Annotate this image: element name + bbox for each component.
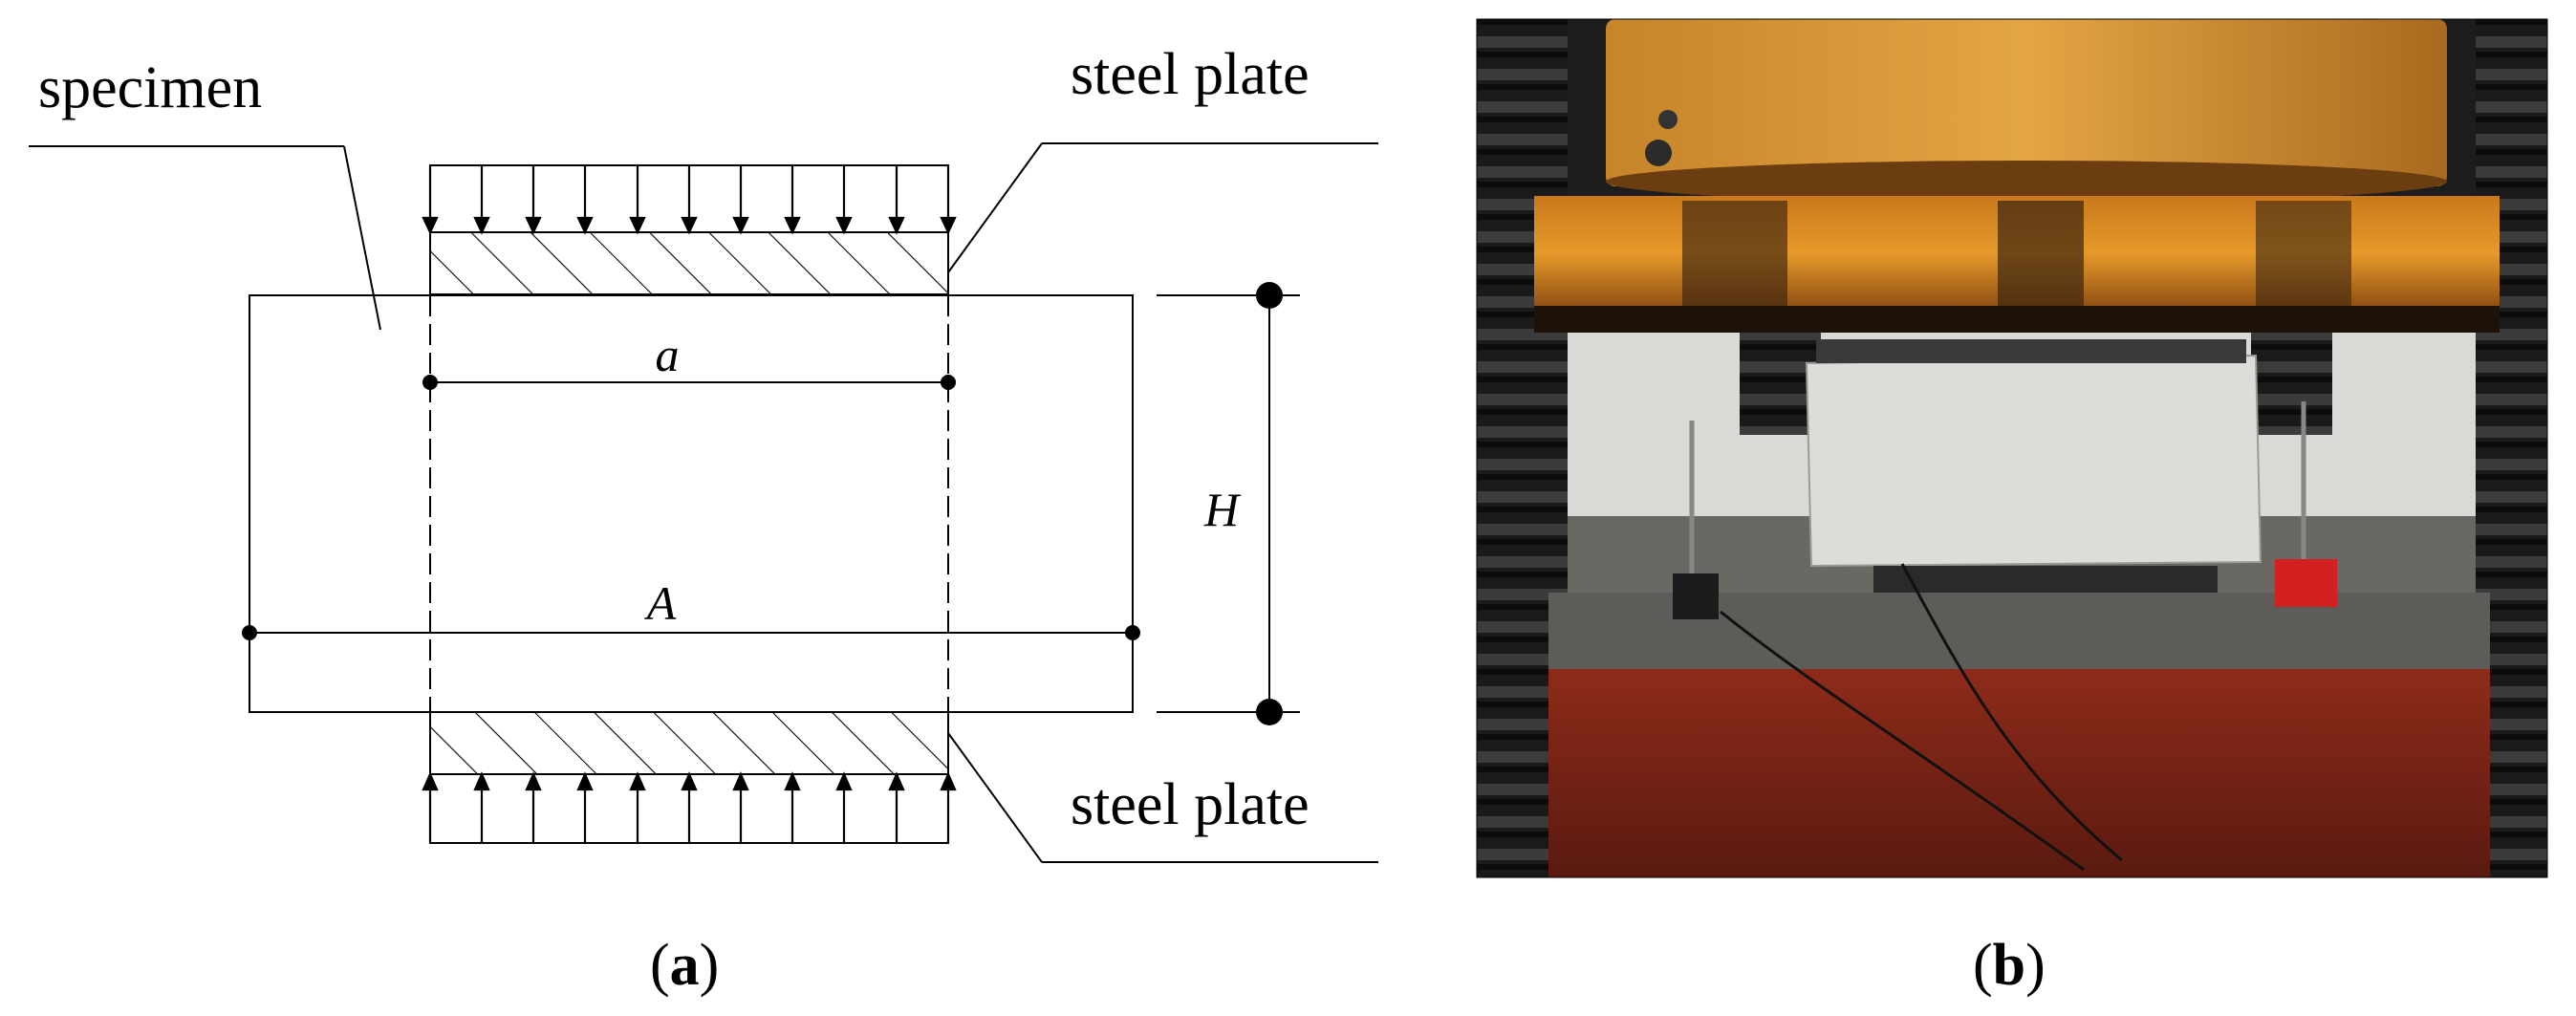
top-load-arrows [422, 165, 957, 235]
panel-a-schematic: a A H specimen st [29, 42, 1378, 863]
specimen-label: specimen [38, 55, 262, 120]
photo-frame [1476, 18, 2548, 878]
dimension-A-label: A [644, 576, 677, 630]
panel-b-photo [1476, 18, 2548, 878]
upper-platen-rust-1 [1682, 201, 1787, 306]
specimen-top-plate [1816, 339, 2246, 363]
top-steel-plate-label: steel plate [1071, 42, 1310, 107]
caption-b: (b) [1973, 933, 2046, 998]
caption-a-letter: a [669, 933, 700, 998]
upper-platen-shadow [1534, 306, 2500, 333]
dimension-A-left-dot [242, 625, 257, 640]
lower-base [1548, 669, 2490, 877]
dimension-H-top-dot [1256, 282, 1283, 309]
cylinder-bolt-left-2 [1658, 110, 1678, 129]
caption-a: (a) [650, 933, 720, 998]
dimension-H-bottom-dot [1256, 699, 1283, 725]
dimension-A-right-dot [1125, 625, 1140, 640]
dial-gauge-left [1673, 573, 1719, 619]
upper-platen-rust-3 [2256, 201, 2351, 306]
dimension-a-right-dot [941, 375, 956, 390]
specimen-body [249, 294, 1134, 713]
bottom-load-arrows [422, 771, 957, 843]
upper-platen-rust-2 [1998, 201, 2084, 306]
top-steel-plate [429, 231, 949, 295]
top-plate-leader-pointer [947, 142, 1043, 273]
caption-b-letter: b [1992, 933, 2026, 998]
dimension-a-left-dot [422, 375, 438, 390]
inner-right-spring [2251, 320, 2332, 435]
bottom-steel-plate [429, 711, 949, 775]
dimension-H-label: H [1203, 483, 1242, 536]
gauge-wire-2 [1720, 610, 2085, 872]
press-cylinder [1606, 19, 2447, 186]
specimen-leader-pointer [343, 145, 381, 331]
dial-gauge-right [2275, 559, 2337, 607]
bottom-steel-plate-label: steel plate [1071, 772, 1310, 837]
gauge-wire-1 [1900, 563, 2123, 862]
cylinder-bolt-left [1645, 140, 1672, 166]
dimension-a-label: a [656, 328, 680, 381]
bottom-plate-leader-pointer [947, 732, 1043, 863]
specimen-block [1805, 354, 2262, 568]
press-cylinder-bottom [1606, 161, 2447, 203]
specimen-bottom-plate [1873, 566, 2218, 594]
